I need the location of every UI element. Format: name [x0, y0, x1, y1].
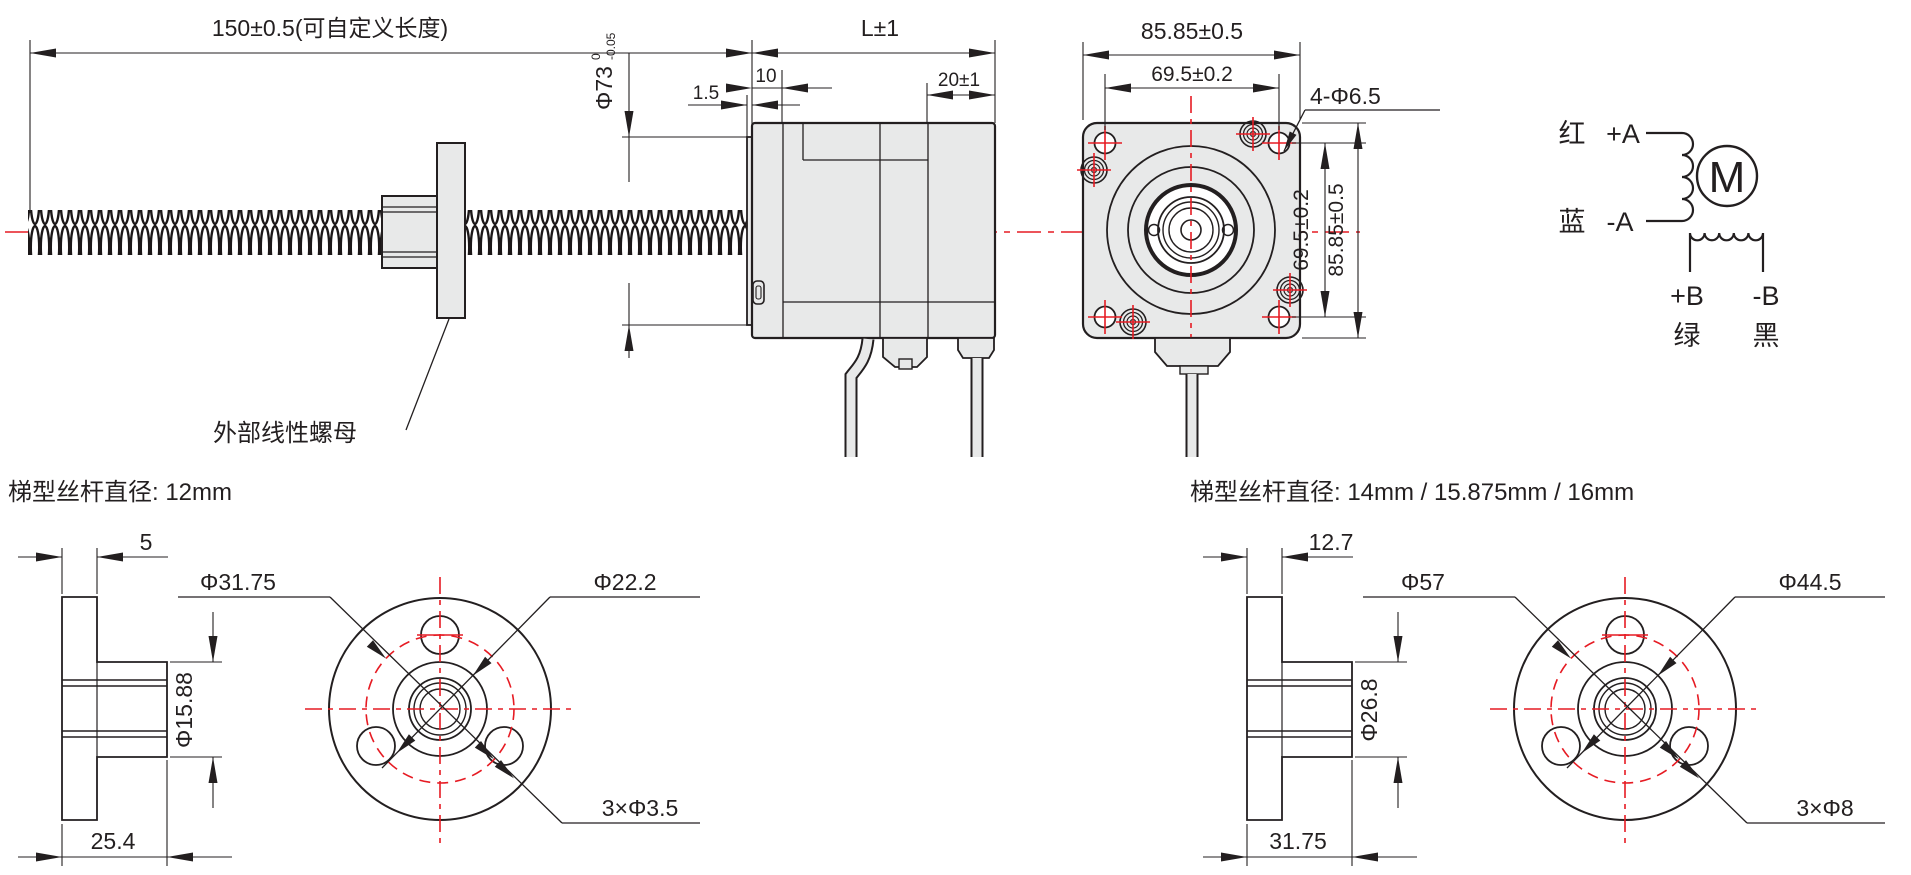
nut-detail-large: 梯型丝杆直径: 14mm / 15.875mm / 16mm 12.7 Φ57 …	[1190, 479, 1886, 867]
dim-body-length-text: L±1	[861, 15, 899, 41]
dim-rear-section-text: 20±1	[938, 70, 980, 91]
motor-body	[746, 121, 997, 370]
motor-symbol-circle	[1695, 144, 1759, 208]
nut-detail-small: 梯型丝杆直径: 12mm 5 Φ31.75 Φ15.88 25.4 Φ22.2 …	[8, 479, 701, 867]
motor-side-slot	[752, 280, 765, 305]
wire-a-plus-color: 红	[1559, 119, 1586, 149]
dim-shaft-dia: Φ73 0 -0.05	[589, 32, 748, 358]
wire-b-plus-color: 绿	[1674, 321, 1701, 351]
front-holes-callout-text: 4-Φ6.5	[1310, 83, 1381, 109]
dim-screw-length-text: 150±0.5(可自定义长度)	[212, 15, 448, 41]
nut-large-hub-dia: Φ26.8	[1356, 678, 1382, 741]
dim-shaft-dia-tol-top: 0	[589, 53, 603, 60]
nut-small-title: 梯型丝杆直径: 12mm	[8, 479, 232, 506]
dim-front-section: 10	[726, 66, 832, 123]
nut-callout-text: 外部线性螺母	[213, 420, 357, 447]
coil-phase-b	[1688, 232, 1765, 272]
wire-a-minus-color: 蓝	[1559, 207, 1586, 237]
motor-cable-exit	[882, 337, 928, 368]
wire-b-minus-label: -B	[1753, 281, 1780, 311]
lead-screw-thread-right	[465, 210, 752, 255]
nut-large-bolt-circle: Φ57	[1401, 569, 1445, 595]
dim-shaft-dia-text: Φ73	[591, 66, 617, 110]
nut-large-title: 梯型丝杆直径: 14mm / 15.875mm / 16mm	[1190, 479, 1634, 506]
dim-front-width-text: 85.85±0.5	[1141, 18, 1243, 44]
nut-large-length: 31.75	[1269, 828, 1327, 854]
nut-large-boss-dia: Φ44.5	[1778, 569, 1841, 595]
dim-front-hole-span-h-text: 69.5±0.2	[1151, 63, 1233, 86]
external-nut	[381, 142, 466, 319]
nut-small-length: 25.4	[91, 828, 136, 854]
nut-small-boss-dia: Φ22.2	[593, 569, 656, 595]
wire-b-minus-color: 黑	[1753, 321, 1780, 351]
front-cable-exit	[1154, 337, 1231, 457]
dim-front-hole-span-v-text: 69.5±0.2	[1290, 189, 1313, 271]
dim-screw-length: 150±0.5(可自定义长度)	[29, 15, 753, 213]
coil-phase-a	[1646, 131, 1695, 223]
dim-front-height-text: 85.85±0.5	[1325, 183, 1348, 276]
nut-large-holes: 3×Φ8	[1796, 795, 1853, 821]
wire-b-plus-label: +B	[1670, 281, 1704, 311]
nut-small-hub-dia: Φ15.88	[171, 672, 197, 748]
nut-small-bolt-circle: Φ31.75	[200, 569, 276, 595]
dim-front-width: 85.85±0.5	[1082, 18, 1301, 120]
motor-symbol-text: M	[1709, 153, 1746, 202]
dim-shaft-dia-tol-bottom: -0.05	[604, 32, 618, 60]
nut-small-flange-thickness: 5	[140, 529, 153, 555]
dim-rear-section: 20±1	[926, 70, 995, 123]
dim-front-hole-span-h: 69.5±0.2	[1104, 63, 1280, 130]
dim-plate-text: 1.5	[693, 83, 719, 104]
lead-screw-thread-left	[28, 210, 382, 255]
front-holes-callout: 4-Φ6.5	[1283, 83, 1440, 152]
assembly-side-view: 150±0.5(可自定义长度) Φ73 0 -0.05 L±1	[5, 15, 1360, 457]
nut-small-holes: 3×Φ3.5	[602, 795, 679, 821]
dim-front-section-text: 10	[755, 66, 776, 87]
wire-a-plus-label: +A	[1606, 119, 1640, 149]
nut-large-geometry	[1202, 547, 1886, 867]
wire-a-minus-label: -A	[1607, 207, 1634, 237]
nut-callout: 外部线性螺母	[213, 318, 450, 447]
dim-front-hole-span-v: 69.5±0.2	[1290, 142, 1366, 318]
nut-large-flange-thickness: 12.7	[1309, 529, 1354, 555]
motor-wires	[844, 338, 984, 457]
motor-connector	[957, 337, 995, 359]
wiring-diagram: 红 +A 蓝 -A M +B -B 绿 黑	[1559, 119, 1780, 351]
dim-plate: 1.5	[688, 83, 800, 137]
motor-front-view: 85.85±0.5 69.5±0.2 4-Φ6.5	[1077, 18, 1440, 457]
dim-body-length: L±1	[752, 15, 996, 123]
dim-front-height: 85.85±0.5	[1302, 122, 1366, 339]
nut-small-geometry	[17, 547, 701, 867]
